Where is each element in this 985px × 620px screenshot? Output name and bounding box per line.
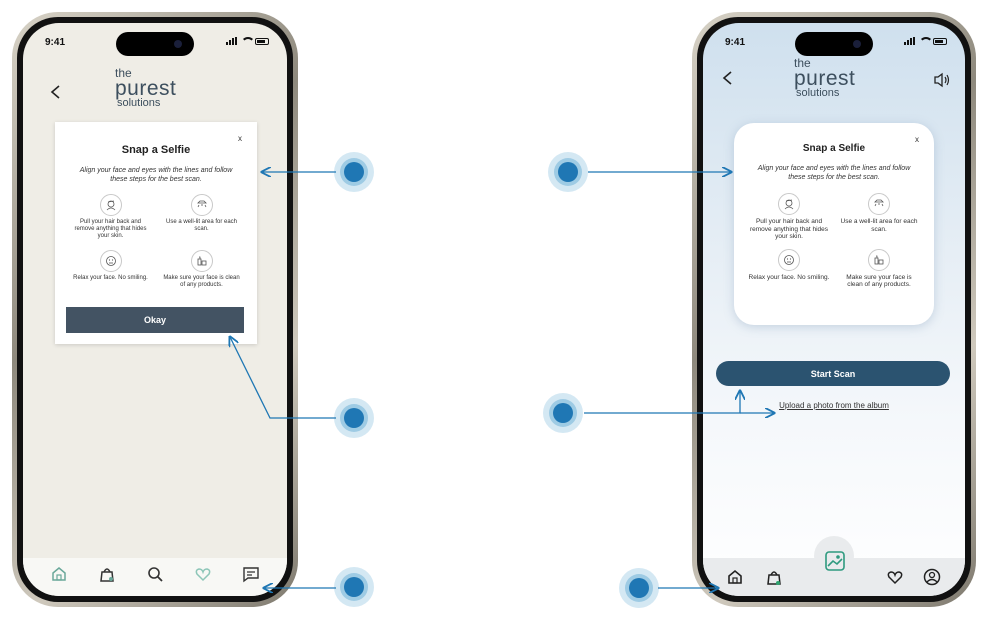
brand-logo: the purest solutions [794, 56, 874, 99]
home-icon[interactable] [50, 565, 68, 583]
modal-title: Snap a Selfie [802, 143, 866, 154]
brand-line1: the [115, 66, 132, 80]
tip-text: Use a well-lit area for each scan. [165, 219, 238, 232]
okay-button[interactable]: Okay [66, 307, 244, 333]
brand-line2: purest [794, 67, 856, 90]
tip-text: Make sure your face is clean of any prod… [163, 275, 240, 288]
status-icons [226, 37, 269, 45]
status-time: 9:41 [725, 37, 746, 48]
tip-text: Make sure your face is clean of any prod… [846, 273, 912, 289]
annotation-marker [334, 567, 374, 607]
hair-back-icon [778, 193, 800, 215]
tip-item: Use a well-lit area for each scan. [834, 193, 924, 241]
chat-icon[interactable] [242, 565, 260, 583]
tip-item: Pull your hair back and remove anything … [65, 194, 156, 240]
brand-line3: solutions [117, 97, 161, 109]
tip-item: Relax your face. No smiling. [65, 250, 156, 289]
status-time: 9:41 [45, 37, 66, 48]
phone-left: 9:41 the purest solutions x Snap a Selfi… [12, 12, 298, 607]
lamp-icon [868, 193, 890, 215]
selfie-instructions-modal: x Snap a Selfie Align your face and eyes… [55, 122, 257, 344]
home-icon[interactable] [726, 568, 744, 586]
products-icon [868, 248, 890, 271]
battery-icon [255, 37, 269, 45]
screen-left: 9:41 the purest solutions x Snap a Selfi… [23, 23, 287, 596]
signal-icon [226, 37, 237, 45]
tip-text: Pull your hair back and remove anything … [74, 219, 147, 239]
modal-close-button[interactable]: x [915, 135, 919, 144]
tip-text: Pull your hair back and remove anything … [749, 218, 829, 240]
start-scan-button[interactable]: Start Scan [716, 361, 950, 386]
annotation-marker [619, 568, 659, 608]
tips-grid: Pull your hair back and remove anything … [65, 194, 247, 289]
signal-icon [904, 37, 915, 45]
annotation-marker [334, 152, 374, 192]
shopping-bag-icon[interactable] [98, 565, 116, 583]
products-icon [190, 250, 213, 272]
phone-right: 9:41 the purest solutions x Snap a Selfi… [692, 12, 976, 607]
hair-back-icon [99, 194, 122, 216]
search-icon[interactable] [146, 565, 164, 583]
profile-icon[interactable] [923, 568, 941, 586]
status-icons [904, 37, 947, 45]
modal-close-button[interactable]: x [238, 134, 242, 143]
dynamic-island [116, 32, 194, 56]
back-chevron-icon[interactable] [49, 85, 63, 99]
tips-grid: Pull your hair back and remove anything … [744, 193, 924, 289]
heart-icon[interactable] [886, 568, 904, 586]
upload-photo-link[interactable]: Upload a photo from the album [779, 401, 889, 410]
tip-text: Relax your face. No smiling. [73, 275, 148, 281]
tab-bar-left [23, 558, 287, 596]
sound-icon[interactable] [933, 72, 951, 88]
neutral-face-icon [99, 250, 122, 272]
brand-logo: the purest solutions [115, 66, 195, 109]
screen-right: 9:41 the purest solutions x Snap a Selfi… [703, 23, 965, 596]
tip-text: Relax your face. No smiling. [748, 273, 830, 281]
brand-line2: purest [115, 77, 177, 100]
back-chevron-icon[interactable] [721, 71, 735, 85]
tip-text: Use a well-lit area for each scan. [840, 218, 918, 233]
annotation-marker [543, 393, 583, 433]
modal-title: Snap a Selfie [121, 144, 191, 156]
selfie-instructions-modal: x Snap a Selfie Align your face and eyes… [734, 123, 934, 325]
brand-line1: the [794, 56, 811, 70]
modal-subtitle: Align your face and eyes with the lines … [757, 165, 911, 181]
lamp-icon [190, 194, 213, 216]
tip-item: Relax your face. No smiling. [744, 248, 834, 289]
dynamic-island [795, 32, 873, 56]
face-scan-icon[interactable] [824, 550, 846, 572]
tip-item: Use a well-lit area for each scan. [156, 194, 247, 240]
tip-item: Make sure your face is clean of any prod… [156, 250, 247, 289]
annotation-marker [548, 152, 588, 192]
wifi-icon [919, 37, 933, 45]
modal-subtitle: Align your face and eyes with the lines … [79, 167, 233, 183]
shopping-bag-icon[interactable] [765, 568, 783, 586]
tip-item: Make sure your face is clean of any prod… [834, 248, 924, 289]
tip-item: Pull your hair back and remove anything … [744, 193, 834, 241]
neutral-face-icon [778, 248, 800, 271]
heart-icon[interactable] [194, 565, 212, 583]
annotation-marker [334, 398, 374, 438]
brand-line3: solutions [796, 87, 840, 99]
wifi-icon [241, 37, 255, 45]
tab-bar-right [703, 536, 965, 596]
battery-icon [933, 37, 947, 45]
